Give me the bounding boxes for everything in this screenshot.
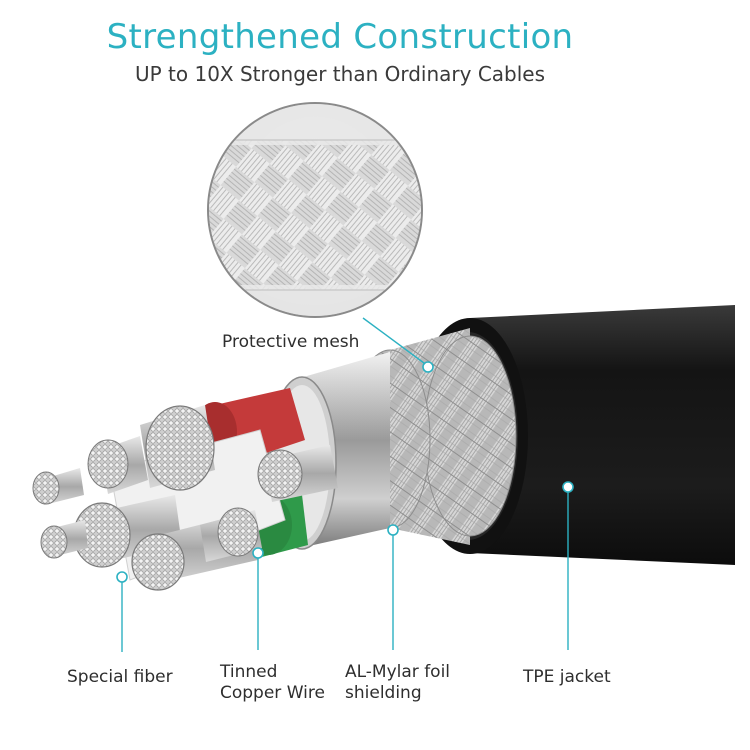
callouts bbox=[121, 317, 569, 652]
dot-foil-shielding bbox=[387, 524, 399, 536]
label-tpe-jacket: TPE jacket bbox=[523, 667, 611, 687]
label-foil-line1: AL-Mylar foil bbox=[345, 662, 451, 682]
page-subtitle: UP to 10X Stronger than Ordinary Cables bbox=[134, 62, 546, 86]
page-title: Strengthened Construction bbox=[106, 17, 574, 57]
dot-protective-mesh bbox=[422, 361, 434, 373]
label-tinned-copper-line2: Copper Wire bbox=[220, 683, 325, 703]
callout-dots bbox=[116, 361, 574, 583]
copper-wire-bundles bbox=[32, 405, 338, 591]
label-foil-line2: shielding bbox=[345, 683, 422, 703]
label-special-fiber: Special fiber bbox=[67, 667, 173, 687]
dot-tpe-jacket bbox=[562, 481, 574, 493]
dot-tinned-copper bbox=[252, 547, 264, 559]
mesh-zoom-circle bbox=[207, 102, 423, 318]
label-tinned-copper-wire: Tinned Copper Wire bbox=[220, 662, 325, 704]
label-protective-mesh: Protective mesh bbox=[222, 332, 360, 352]
label-tinned-copper-line1: Tinned bbox=[220, 662, 278, 682]
dot-special-fiber bbox=[116, 571, 128, 583]
label-foil-shielding: AL-Mylar foil shielding bbox=[345, 662, 450, 704]
